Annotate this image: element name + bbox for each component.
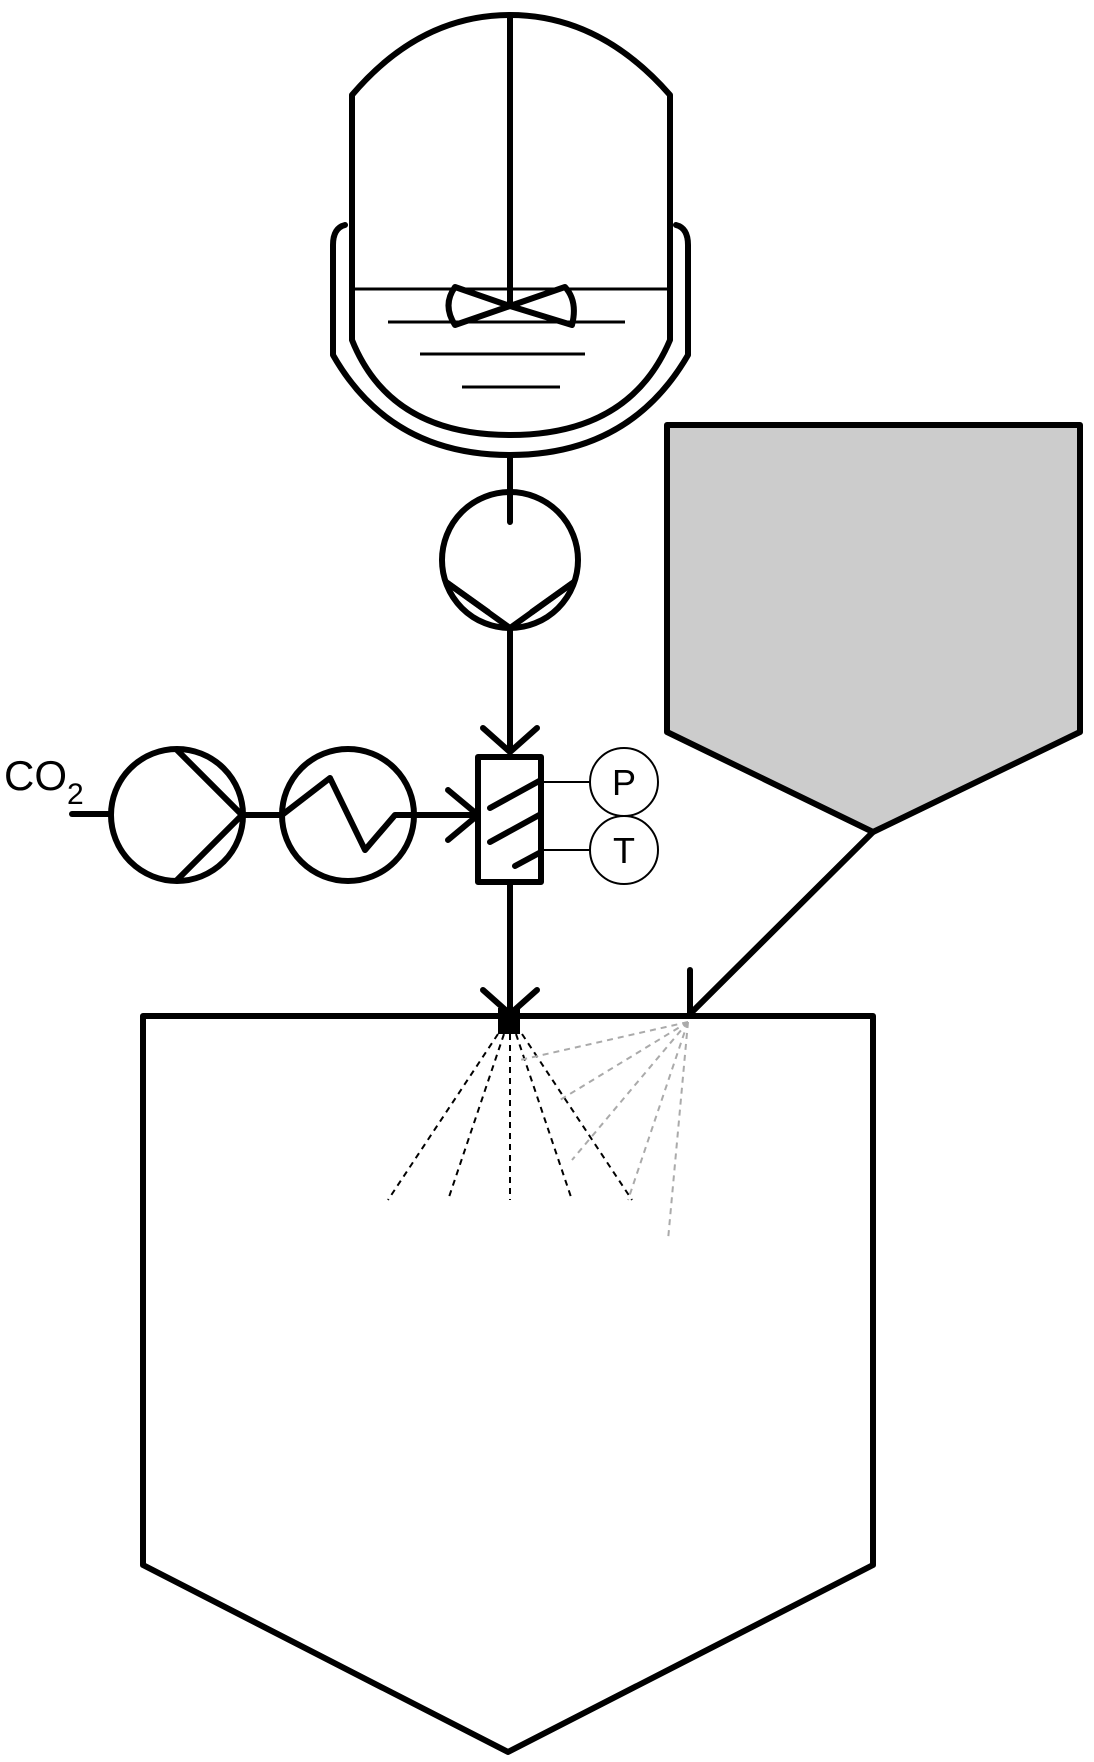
reactor-vessel — [349, 12, 673, 438]
powder-spray-line — [519, 1021, 689, 1061]
temperature-label: T — [613, 830, 635, 871]
powder-spray-line — [571, 1021, 689, 1161]
spray-line — [521, 1033, 633, 1201]
static-mixer — [475, 754, 544, 885]
co2-label: CO2 — [4, 752, 84, 811]
pump-triangle — [443, 579, 577, 631]
compressor-icon — [108, 746, 246, 884]
spray-tower-body — [140, 1013, 876, 1755]
thermometer-icon — [589, 815, 659, 885]
stirred-tank-reactor — [330, 12, 691, 458]
powder-hopper — [664, 422, 1083, 1019]
powder-spray-line — [559, 1021, 689, 1101]
spray-tower — [140, 1008, 876, 1755]
hopper-body — [664, 422, 1083, 835]
temperature-indicator: T — [541, 815, 659, 885]
mixer-element — [487, 777, 544, 811]
spray-line — [447, 1033, 505, 1201]
powder-spray-line — [667, 1021, 689, 1241]
pump-mark — [443, 579, 577, 615]
spray-line — [387, 1033, 499, 1201]
spray-line — [515, 1033, 573, 1201]
mixer-element — [487, 811, 544, 845]
hopper-outlet-pipe — [685, 829, 876, 1019]
spray-nozzle-icon — [498, 1008, 520, 1034]
impeller-icon — [445, 284, 577, 328]
powder-spray-line — [627, 1021, 689, 1201]
powder-spray — [519, 1021, 689, 1241]
pressure-label: P — [612, 762, 636, 803]
pressure-indicator: P — [541, 747, 659, 817]
co2-feed: CO2 — [4, 746, 481, 884]
mixer-element — [512, 849, 544, 869]
liquid-spray — [387, 1033, 633, 1201]
heat-exchanger-coil — [279, 775, 417, 853]
compressor-triangle — [174, 747, 245, 883]
flow-arrow-icon — [480, 725, 540, 755]
